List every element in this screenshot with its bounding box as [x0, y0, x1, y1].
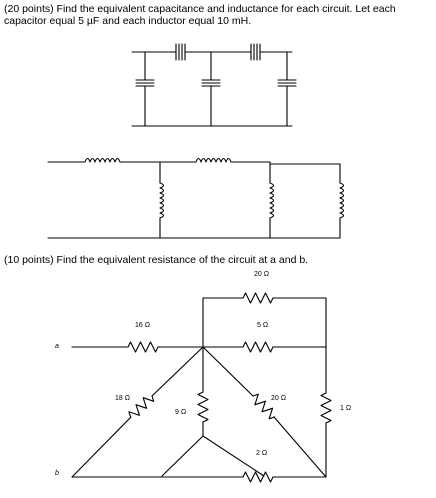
shunt-capacitor-1 — [135, 79, 155, 87]
problem2-line1: (10 points) Find the equivalent resistan… — [4, 254, 309, 266]
resistor-1 — [320, 392, 332, 424]
series-capacitor-1 — [175, 43, 186, 61]
label-18-ohm: 18 Ω — [115, 395, 130, 402]
series-capacitor-2 — [250, 43, 261, 61]
label-1-ohm: 1 Ω — [340, 405, 352, 412]
label-2-ohm: 2 Ω — [256, 450, 268, 457]
label-16-ohm: 16 Ω — [135, 322, 150, 329]
resistor-9 — [197, 391, 209, 423]
shunt-capacitor-3 — [277, 79, 297, 87]
label-20-ohm-top: 20 Ω — [254, 271, 269, 278]
shunt-inductor-3 — [339, 182, 345, 219]
label-9-ohm: 9 Ω — [175, 409, 187, 416]
shunt-capacitor-2 — [201, 79, 221, 87]
problem1-line1: (20 points) Find the equivalent capacita… — [4, 3, 396, 15]
resistor-top-20 — [242, 292, 274, 304]
terminal-a: a — [55, 343, 59, 350]
problem1-line2: capacitor equal 5 µF and each inductor e… — [4, 15, 252, 27]
resistor-2 — [242, 471, 274, 483]
shunt-inductor-1 — [159, 182, 165, 219]
resistor-16 — [127, 341, 159, 353]
resistor-18 — [128, 395, 155, 418]
label-5-ohm: 5 Ω — [257, 322, 269, 329]
series-inductor-2 — [195, 157, 232, 163]
resistor-5 — [242, 341, 274, 353]
label-20-ohm: 20 Ω — [271, 395, 286, 402]
shunt-inductor-2 — [269, 182, 275, 219]
terminal-b: b — [55, 470, 59, 477]
series-inductor-1 — [84, 157, 121, 163]
